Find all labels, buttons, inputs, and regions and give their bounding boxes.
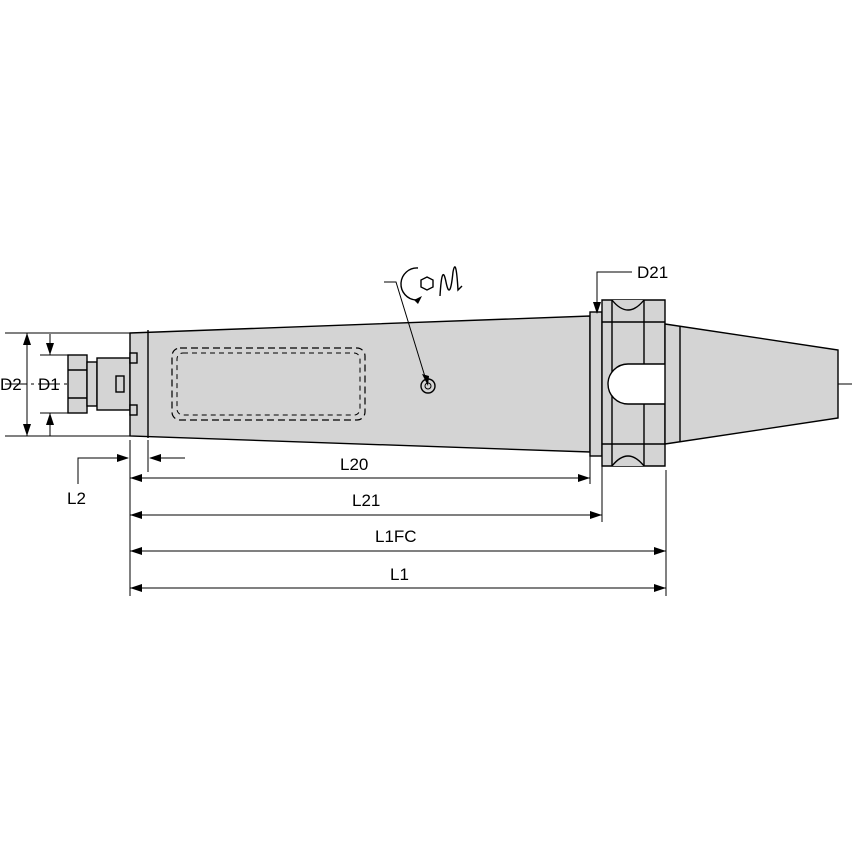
key-slot-bottom: [129, 404, 138, 416]
cutter-neck: [86, 361, 98, 407]
d21-label: D21: [637, 263, 668, 282]
cutter-body: [96, 357, 131, 411]
drive-slot: [607, 363, 665, 405]
drive-key: [115, 375, 125, 393]
hidden-pocket: [171, 347, 366, 421]
l2-label: L2: [67, 489, 86, 508]
v-groove-bottom: [611, 455, 645, 467]
key-slot-top: [129, 352, 138, 364]
cutter-head: [67, 354, 88, 414]
v-groove-top: [611, 299, 645, 311]
l20-label: L20: [340, 455, 368, 474]
d21-leader: [596, 271, 632, 312]
coolant-through-icon: [400, 266, 463, 304]
flange-collar: [589, 311, 603, 457]
cutter: [67, 354, 131, 414]
l1-label: L1: [390, 565, 409, 584]
coolant-leader: [384, 281, 427, 381]
l21-label: L21: [352, 491, 380, 510]
l1fc-label: L1FC: [375, 527, 417, 546]
d2-label: D2: [0, 375, 22, 394]
taper-shank: [664, 323, 839, 445]
tapered-body: [129, 315, 591, 453]
l2-leader: [77, 457, 128, 484]
d1-label: D1: [38, 375, 60, 394]
